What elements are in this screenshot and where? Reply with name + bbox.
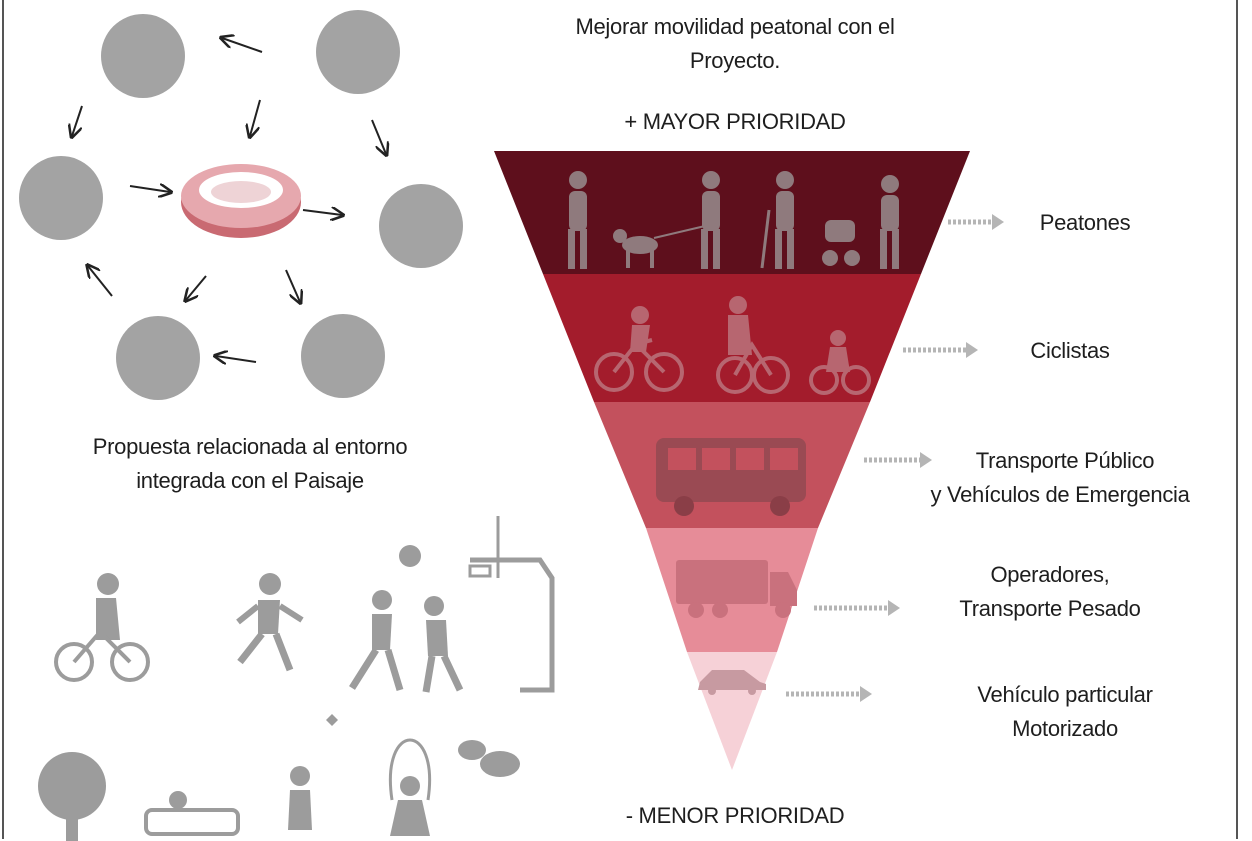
- stadium-icon: [181, 164, 301, 238]
- left-caption-line2: integrada con el Paisaje: [136, 468, 364, 493]
- level-label-transporte-publico-line2: y Vehículos de Emergencia: [930, 482, 1190, 507]
- context-circles: [19, 10, 463, 400]
- pedestrians-icon: [568, 171, 899, 269]
- skater-activity-icon: [236, 573, 304, 672]
- level-pointer-arrows: [786, 214, 1004, 702]
- truck-icon: [676, 560, 797, 618]
- jump-rope-activity-icon: [389, 738, 431, 836]
- diagram-title-line2: Proyecto.: [689, 48, 781, 73]
- basketball-activity-icon: [349, 516, 555, 693]
- bus-icon: [656, 438, 806, 516]
- level-label-vehiculo-particular-line1: Vehículo particular: [977, 682, 1153, 707]
- bicycle-activity-icon: [54, 573, 150, 682]
- pyramid-level-peatones: [494, 151, 970, 274]
- priority-bottom-label: - MENOR PRIORIDAD: [625, 803, 845, 828]
- level-label-peatones: Peatones: [1039, 210, 1131, 235]
- diagram-title-line1: Mejorar movilidad peatonal con el: [575, 14, 895, 39]
- priority-top-label: + MAYOR PRIORIDAD: [624, 109, 846, 134]
- kite-activity-icon: [288, 714, 338, 830]
- pyramid-level-vehiculo-particular: [687, 652, 777, 770]
- car-icon: [698, 670, 766, 695]
- level-label-transporte-pesado-line1: Operadores,: [990, 562, 1110, 587]
- level-label-transporte-pesado-line2: Transporte Pesado: [959, 596, 1141, 621]
- level-label-transporte-publico-line1: Transporte Público: [975, 448, 1155, 473]
- level-label-ciclistas: Ciclistas: [1030, 338, 1110, 363]
- left-caption-line1: Propuesta relacionada al entorno: [92, 434, 408, 459]
- cyclist-riders-icon: [630, 296, 850, 372]
- flow-arrows: [72, 38, 386, 362]
- tree-activity-icon: [38, 752, 106, 841]
- cloud-icon: [458, 740, 520, 777]
- level-label-vehiculo-particular-line2: Motorizado: [1012, 716, 1118, 741]
- activity-icons: [38, 516, 555, 841]
- toy-car-activity-icon: [144, 791, 240, 836]
